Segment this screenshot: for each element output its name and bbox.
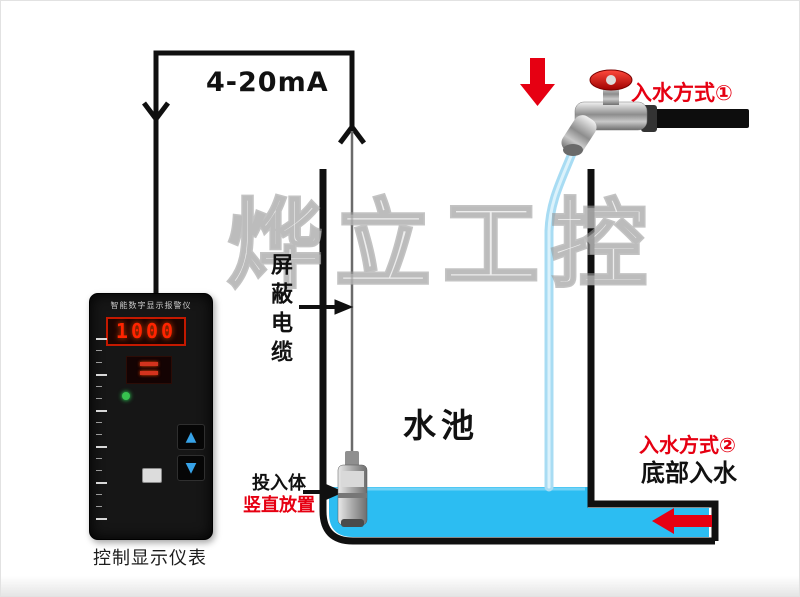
inlet-method-1-label: 入水方式① xyxy=(631,81,733,105)
sensor-mid-band xyxy=(338,493,367,498)
meter-sub-display xyxy=(126,356,172,384)
pool-label: 水池 xyxy=(403,406,479,445)
sensor-placement-label: 投入体 竖直放置 xyxy=(229,473,329,517)
cable-pointer-head xyxy=(334,299,354,315)
tank-outline xyxy=(319,169,719,545)
meter-buttons: ▲ ▼ xyxy=(177,424,205,486)
meter-model-text: 智能数字显示报警仪 xyxy=(110,301,192,310)
sensor-pointer-head xyxy=(326,484,345,500)
inlet-bottom-arrow xyxy=(652,508,712,534)
sensor-label-line2: 竖直放置 xyxy=(243,495,315,516)
faucet xyxy=(561,69,749,156)
faucet-supply-pipe xyxy=(653,109,749,128)
meter-set-button xyxy=(142,468,162,483)
sensor-cable-gland xyxy=(345,451,359,467)
level-sensor xyxy=(337,451,368,527)
wire-arrow-up xyxy=(338,122,366,145)
meter-bargraph-scale xyxy=(96,338,107,520)
faucet-handle-cap xyxy=(606,75,616,85)
shielded-cable-label: 屏蔽电缆 xyxy=(267,253,292,369)
sensor-bottom-cap xyxy=(341,519,364,527)
sensor-label-line1: 投入体 xyxy=(252,473,306,494)
bottom-shadow xyxy=(1,576,799,596)
signal-label: 4-20mA xyxy=(206,67,329,98)
watermark: 烨立工控 xyxy=(226,188,659,303)
display-controller: 智能数字显示报警仪 1000 ▲ ▼ xyxy=(89,293,213,540)
inlet-top-arrow xyxy=(520,58,555,106)
signal-wire xyxy=(153,50,355,293)
tank-water xyxy=(329,487,709,537)
bottom-inlet-label: 底部入水 xyxy=(641,459,737,487)
faucet-mouth xyxy=(563,144,583,156)
water-stream-highlight xyxy=(547,149,575,489)
inlet-method-2-label: 入水方式② xyxy=(639,433,736,457)
meter-status-led xyxy=(122,392,130,400)
meter-down-button: ▼ xyxy=(177,455,205,481)
meter-up-button: ▲ xyxy=(177,424,205,450)
wire-arrow-down xyxy=(142,101,170,124)
meter-caption: 控制显示仪表 xyxy=(93,548,207,569)
meter-led-display: 1000 xyxy=(106,317,186,346)
sensor-label-band xyxy=(341,471,364,487)
